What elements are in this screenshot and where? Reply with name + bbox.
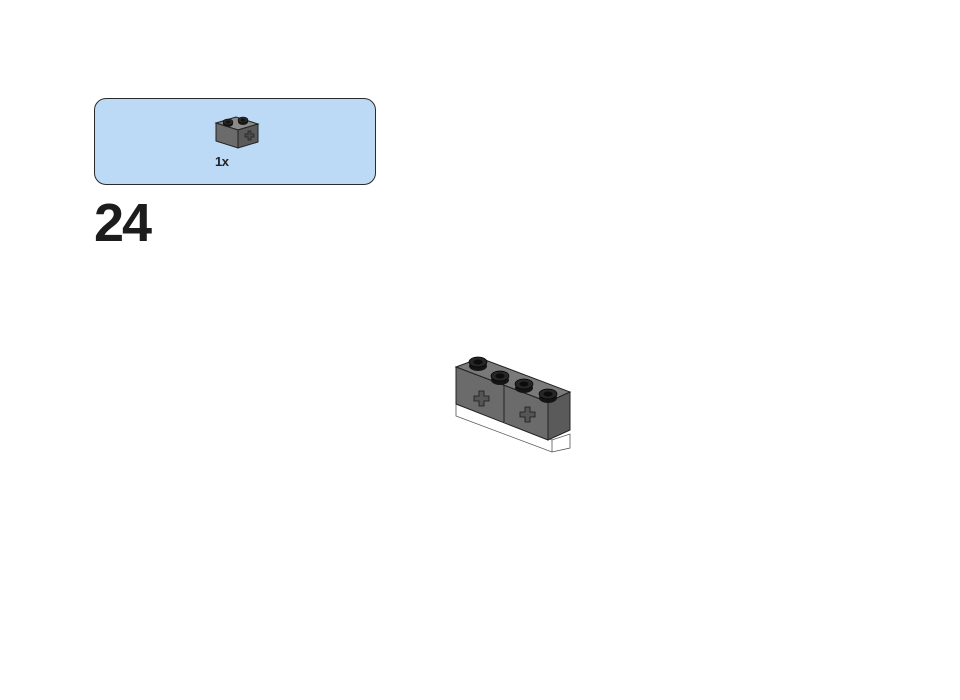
model-assembly-illustration: [454, 356, 572, 453]
parts-callout-box: 1x: [94, 98, 376, 185]
technic-brick-1x2-part-icon: [214, 116, 260, 149]
part-quantity-label: 1x: [215, 154, 229, 169]
step-number: 24: [94, 193, 152, 253]
stud-group: [468, 356, 558, 403]
